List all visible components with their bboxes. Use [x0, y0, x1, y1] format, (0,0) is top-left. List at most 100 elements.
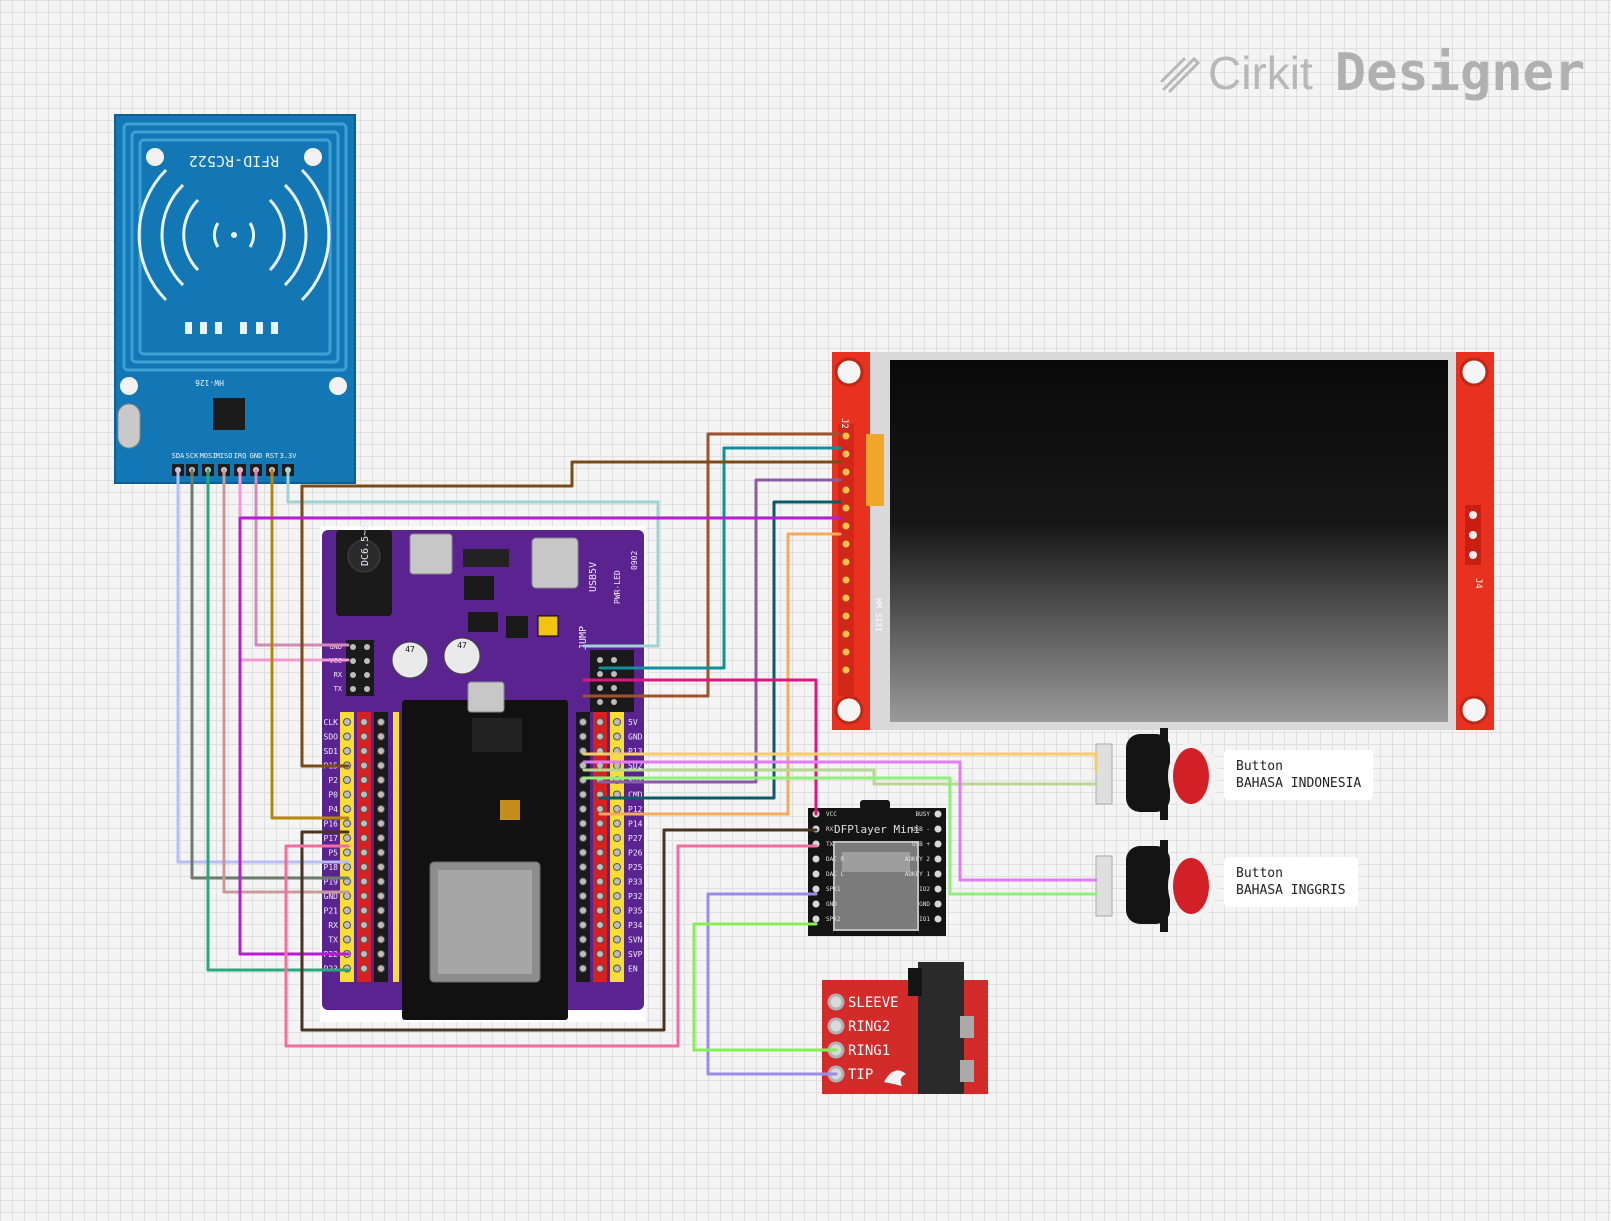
tft-pin[interactable] — [842, 468, 850, 476]
header-pin[interactable] — [613, 819, 621, 828]
dfplayer-pin[interactable] — [934, 885, 942, 893]
header-pin[interactable] — [377, 747, 385, 755]
header-pin[interactable] — [596, 718, 604, 726]
dfplayer-pin[interactable] — [812, 915, 820, 923]
header-pin[interactable] — [596, 964, 604, 973]
tft-pin[interactable] — [842, 612, 850, 620]
tft-pin[interactable] — [842, 648, 850, 656]
wire-tft-3[interactable] — [300, 460, 842, 768]
header-pin[interactable] — [343, 805, 351, 813]
wire-rfid-miso[interactable] — [222, 468, 350, 894]
header-pin[interactable] — [343, 892, 351, 900]
header-pin[interactable] — [579, 732, 587, 741]
pushbutton-inggris[interactable] — [1095, 840, 1218, 932]
wire-rfid-irq[interactable] — [254, 468, 350, 647]
header-pin[interactable] — [596, 805, 604, 813]
header-pin[interactable] — [360, 964, 368, 973]
dfplayer-pin[interactable] — [812, 870, 820, 878]
tft-pin[interactable] — [842, 540, 850, 548]
header-pin[interactable] — [360, 819, 368, 828]
wire-rfid-3v3[interactable] — [286, 468, 660, 648]
header-pin[interactable] — [343, 848, 351, 857]
header-pin[interactable] — [579, 921, 587, 929]
header-pin[interactable] — [377, 863, 385, 871]
tft-pin[interactable] — [842, 432, 850, 440]
wire-tft-6[interactable] — [238, 516, 842, 956]
header-pin[interactable] — [377, 877, 385, 886]
header-pin[interactable] — [596, 863, 604, 871]
header-pin[interactable] — [613, 892, 621, 900]
header-pin[interactable] — [579, 863, 587, 871]
wire-rfid-rst[interactable] — [270, 468, 350, 820]
header-pin[interactable] — [596, 877, 604, 886]
header-pin[interactable] — [360, 805, 368, 813]
header-pin[interactable] — [579, 805, 587, 813]
header-pin[interactable] — [343, 935, 351, 944]
header-pin[interactable] — [377, 790, 385, 799]
header-pin[interactable] — [343, 747, 351, 755]
dfplayer-pin[interactable] — [934, 840, 942, 848]
header-pin[interactable] — [360, 892, 368, 900]
wire-rfid-sda[interactable] — [176, 468, 350, 864]
header-pin[interactable] — [579, 892, 587, 900]
header-pin[interactable] — [377, 732, 385, 741]
header-pin[interactable] — [377, 848, 385, 857]
dfplayer-pin[interactable] — [934, 900, 942, 908]
header-pin[interactable] — [377, 834, 385, 842]
header-pin[interactable] — [596, 950, 604, 958]
header-pin[interactable] — [343, 718, 351, 726]
header-pin[interactable] — [613, 964, 621, 973]
header-pin[interactable] — [613, 950, 621, 958]
header-pin[interactable] — [343, 921, 351, 929]
header-pin[interactable] — [596, 892, 604, 900]
header-pin[interactable] — [377, 892, 385, 900]
wire-tft-1[interactable] — [582, 432, 842, 698]
header-pin[interactable] — [360, 761, 368, 770]
header-pin[interactable] — [360, 921, 368, 929]
dfplayer-pin[interactable] — [934, 810, 942, 818]
header-pin[interactable] — [579, 819, 587, 828]
header-pin[interactable] — [343, 834, 351, 842]
tft-pin[interactable] — [842, 450, 850, 458]
header-pin[interactable] — [579, 790, 587, 799]
header-pin[interactable] — [377, 935, 385, 944]
audio-jack-pin[interactable] — [827, 1017, 845, 1035]
header-pin[interactable] — [343, 863, 351, 871]
header-pin[interactable] — [613, 732, 621, 741]
header-pin[interactable] — [343, 819, 351, 828]
header-pin[interactable] — [360, 935, 368, 944]
header-pin[interactable] — [596, 935, 604, 944]
header-pin[interactable] — [579, 964, 587, 973]
dfplayer-pin[interactable] — [934, 915, 942, 923]
header-pin[interactable] — [613, 848, 621, 857]
header-pin[interactable] — [377, 921, 385, 929]
wire-tft-4[interactable] — [598, 478, 842, 784]
wire-tft-2[interactable] — [598, 446, 842, 670]
header-pin[interactable] — [596, 834, 604, 842]
dfplayer-pin[interactable] — [934, 825, 942, 833]
header-pin[interactable] — [360, 834, 368, 842]
header-pin[interactable] — [343, 906, 351, 915]
header-pin[interactable] — [360, 863, 368, 871]
header-pin[interactable] — [579, 935, 587, 944]
header-pin[interactable] — [377, 805, 385, 813]
header-pin[interactable] — [343, 776, 351, 784]
header-pin[interactable] — [360, 950, 368, 958]
header-pin[interactable] — [579, 950, 587, 958]
header-pin[interactable] — [596, 906, 604, 915]
tft-pin[interactable] — [842, 504, 850, 512]
dfplayer-pin[interactable] — [812, 855, 820, 863]
header-pin[interactable] — [613, 863, 621, 871]
header-pin[interactable] — [579, 834, 587, 842]
tft-display-module[interactable]: J2 J4 HM 3131 — [832, 352, 1494, 730]
header-pin[interactable] — [377, 761, 385, 770]
header-pin[interactable] — [360, 718, 368, 726]
wire-df-rx[interactable] — [300, 828, 818, 1032]
wire-rfid-sck[interactable] — [190, 468, 350, 880]
header-pin[interactable] — [360, 906, 368, 915]
header-pin[interactable] — [343, 732, 351, 741]
pushbutton-indonesia[interactable] — [1095, 728, 1218, 820]
header-pin[interactable] — [596, 848, 604, 857]
